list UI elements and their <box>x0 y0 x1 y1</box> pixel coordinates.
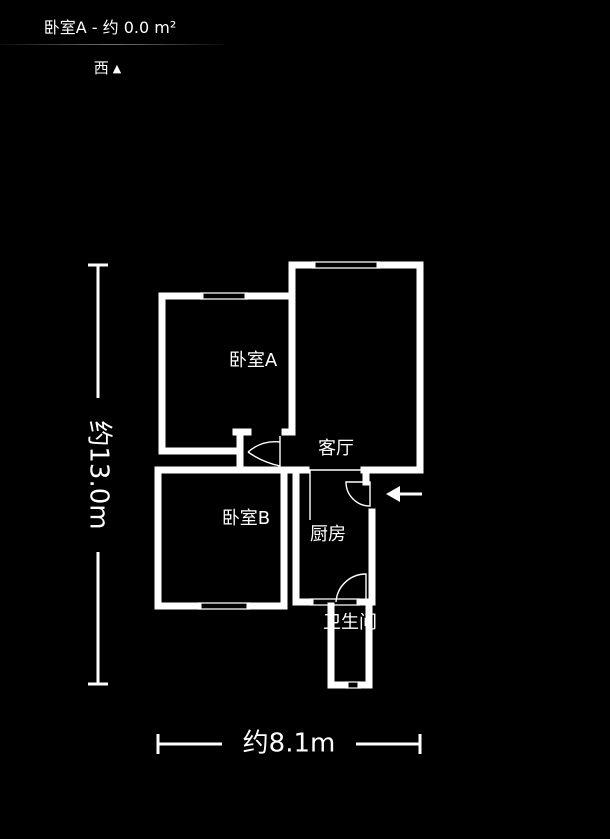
bathroom-wall <box>327 602 349 689</box>
room-label-kitchen: 厨房 <box>310 524 346 545</box>
compass-label: 西 <box>93 59 109 77</box>
width-dimension-label: 约8.1m <box>243 729 336 759</box>
bedroom-b-wall <box>154 466 244 610</box>
windows <box>198 261 380 689</box>
walls <box>154 261 424 689</box>
room-label-bedroom-a: 卧室A <box>229 350 278 371</box>
bedroom-a-wall <box>158 292 240 455</box>
width-dimension <box>156 734 422 754</box>
room-label-bathroom: 卫生间 <box>323 612 377 633</box>
doors <box>247 436 371 603</box>
bathroom-door-icon <box>335 573 367 603</box>
entrance-arrow-icon <box>386 486 422 502</box>
compass-indicator[interactable]: 西▲ <box>0 57 215 78</box>
room-title: 卧室A - 约 0.0 m² <box>43 18 177 37</box>
header-divider <box>0 44 224 45</box>
height-dimension-label: 约13.0m <box>84 420 114 529</box>
room-label-living-room: 客厅 <box>318 438 354 459</box>
compass-arrow-icon: ▲ <box>112 62 122 75</box>
height-dimension <box>88 263 108 686</box>
living-room-wall <box>281 292 296 436</box>
kitchen-wall <box>292 472 314 606</box>
room-label-bedroom-b: 卧室B <box>222 508 270 529</box>
kitchen-door-icon <box>309 470 371 520</box>
hall-door-icon <box>247 436 281 470</box>
